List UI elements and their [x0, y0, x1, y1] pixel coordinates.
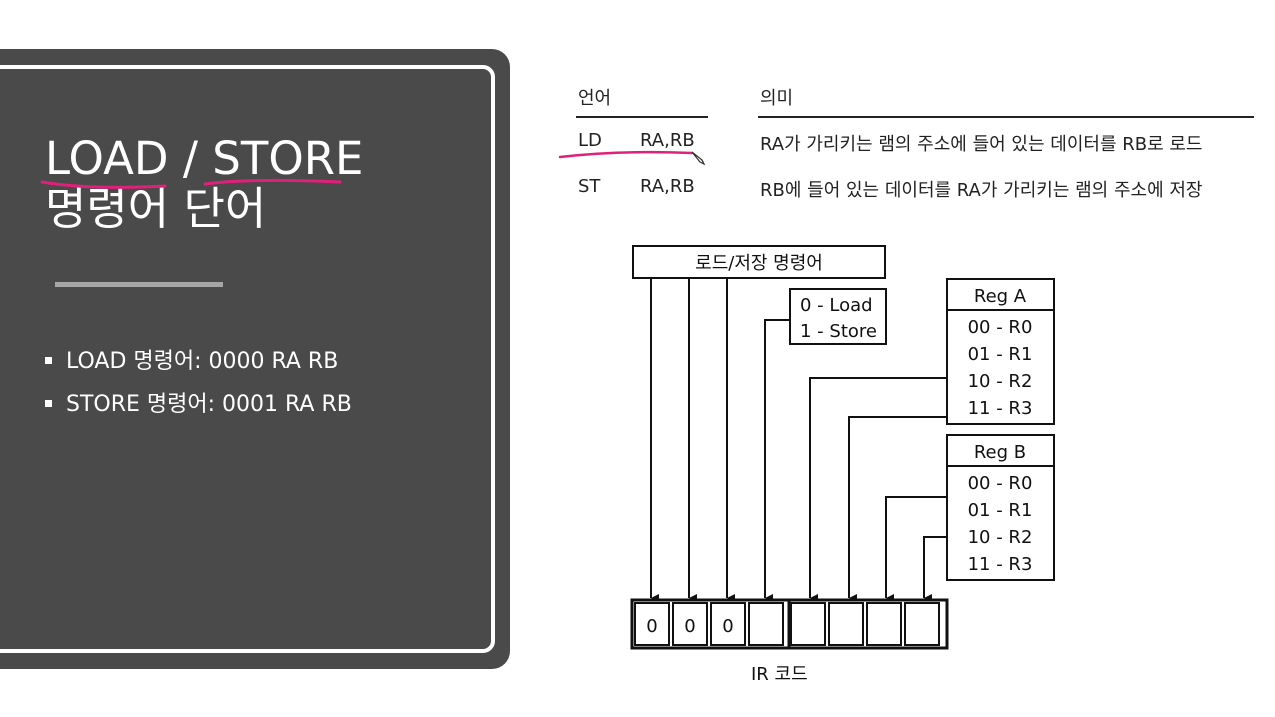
reg-a-box — [946, 278, 1055, 425]
bullet-item-load: LOAD 명령어: 0000 RA RB — [45, 340, 352, 383]
ir-caption: IR 코드 — [751, 664, 808, 685]
title-line-1: LOAD / STORE — [45, 132, 364, 185]
reg-b-box — [946, 434, 1055, 581]
row-st-meaning: RB에 들어 있는 데이터를 RA가 가리키는 램의 주소에 저장 — [760, 180, 1203, 201]
pen-cursor-icon — [691, 151, 706, 166]
reg-a-item-0: 00 - R0 — [968, 317, 1033, 338]
title-divider — [55, 282, 223, 287]
opcode-box — [632, 245, 886, 279]
reg-b-item-3: 11 - R3 — [968, 554, 1033, 575]
ir-bit-cell — [828, 602, 864, 646]
bullet-list: LOAD 명령어: 0000 RA RB STORE 명령어: 0001 RA … — [45, 340, 352, 426]
ir-bit-label: 0 — [684, 616, 695, 637]
reg-b-item-1: 01 - R1 — [968, 500, 1033, 521]
reg-b-item-2: 10 - R2 — [968, 527, 1033, 548]
ir-cells: 0 0 0 — [634, 600, 940, 648]
mode-box-store: 1 - Store — [800, 321, 877, 342]
arrow-reg-b-high — [885, 496, 947, 602]
reg-a-item-2: 10 - R2 — [968, 371, 1033, 392]
reg-a-title: Reg A — [974, 286, 1027, 307]
ir-bit-cell — [634, 602, 670, 646]
table-header-lang: 언어 — [578, 88, 612, 109]
mode-box — [789, 288, 887, 345]
title-line-2: 명령어 단어 — [45, 182, 267, 235]
table-header-meaning: 의미 — [760, 88, 794, 109]
row-ld-op: LD — [578, 130, 602, 151]
ir-bit-cell — [790, 602, 826, 646]
row-ld-meaning: RA가 가리키는 램의 주소에 들어 있는 데이터를 RB로 로드 — [760, 134, 1203, 155]
table-rule-lang — [576, 116, 708, 118]
arrow-reg-a-low — [848, 416, 947, 602]
slide-panel-frame — [0, 65, 495, 653]
arrow-reg-b-low — [923, 536, 947, 602]
reg-a-item-3: 11 - R3 — [968, 398, 1033, 419]
row-st-args: RA,RB — [640, 176, 695, 197]
bullet-item-store: STORE 명령어: 0001 RA RB — [45, 383, 352, 426]
arrow-reg-a-high — [809, 377, 947, 602]
ir-bit-cell — [710, 602, 746, 646]
reg-b-item-0: 00 - R0 — [968, 473, 1033, 494]
ir-bit-cell — [672, 602, 708, 646]
slide-title: LOAD / STORE 명령어 단어 — [45, 134, 363, 234]
ir-bit-label: 0 — [646, 616, 657, 637]
row-st-op: ST — [578, 176, 601, 197]
arrow-mode-bit — [764, 319, 790, 602]
ir-bit-label: 0 — [722, 616, 733, 637]
ir-bit-cell — [904, 602, 940, 646]
ir-bit-cell — [748, 602, 784, 646]
ir-bit-cell — [866, 602, 902, 646]
opcode-box-label: 로드/저장 명령어 — [695, 253, 823, 274]
table-rule-meaning — [758, 116, 1254, 118]
reg-a-item-1: 01 - R1 — [968, 344, 1033, 365]
row-ld-args: RA,RB — [640, 130, 695, 151]
mode-box-load: 0 - Load — [800, 295, 873, 316]
reg-b-title: Reg B — [974, 442, 1026, 463]
